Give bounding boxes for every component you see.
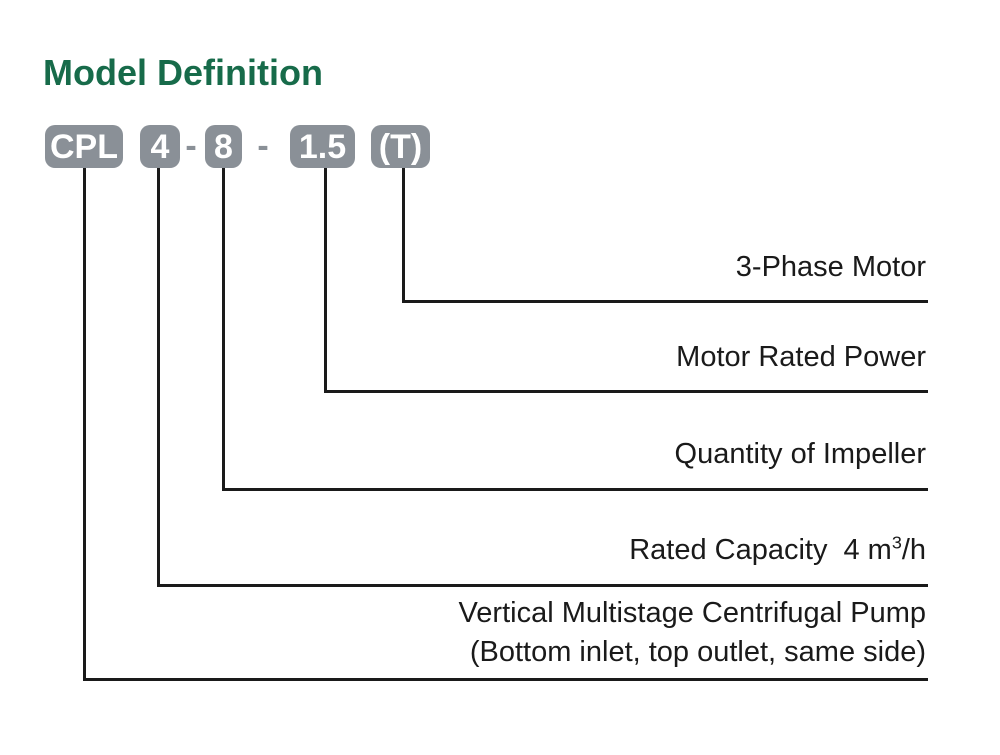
model-segment-phase-badge: (T) [371, 125, 430, 168]
callout-power-label: Motor Rated Power [676, 340, 926, 374]
page-title: Model Definition [43, 52, 323, 93]
series-label-line1: Vertical Multistage Centrifugal Pump [458, 597, 926, 629]
callout-impeller-label: Quantity of Impeller [675, 437, 926, 471]
callout-phase-label: 3-Phase Motor [736, 250, 926, 284]
power-label-text: Motor Rated Power [676, 341, 926, 373]
phase-label-text: 3-Phase Motor [735, 251, 926, 283]
capacity-value-prefix: 4 m [843, 534, 892, 566]
connector-line-capacity [157, 168, 928, 587]
callout-capacity-label: Rated Capacity 4 m3/h [629, 533, 926, 567]
series-label-line2: (Bottom inlet, top outlet, same side) [469, 636, 926, 668]
connector-line-series [83, 168, 928, 681]
model-segment-series-badge: CPL [45, 125, 123, 168]
model-segment-power-badge: 1.5 [290, 125, 355, 168]
connector-line-phase [402, 168, 928, 303]
model-segment-impeller-badge: 8 [205, 125, 242, 168]
connector-line-impeller [222, 168, 928, 491]
callout-series-label: Vertical Multistage Centrifugal Pump (Bo… [459, 594, 926, 672]
capacity-value-suffix: /h [901, 534, 926, 566]
model-code-separator: - [257, 127, 269, 165]
model-code-separator: - [185, 127, 197, 165]
impeller-label-text: Quantity of Impeller [674, 438, 926, 470]
model-segment-capacity-badge: 4 [140, 125, 180, 168]
capacity-value-superscript: 3 [891, 532, 902, 553]
capacity-value: 4 m3/h [843, 532, 926, 566]
connector-line-power [324, 168, 928, 393]
capacity-label-text: Rated Capacity [629, 534, 828, 566]
